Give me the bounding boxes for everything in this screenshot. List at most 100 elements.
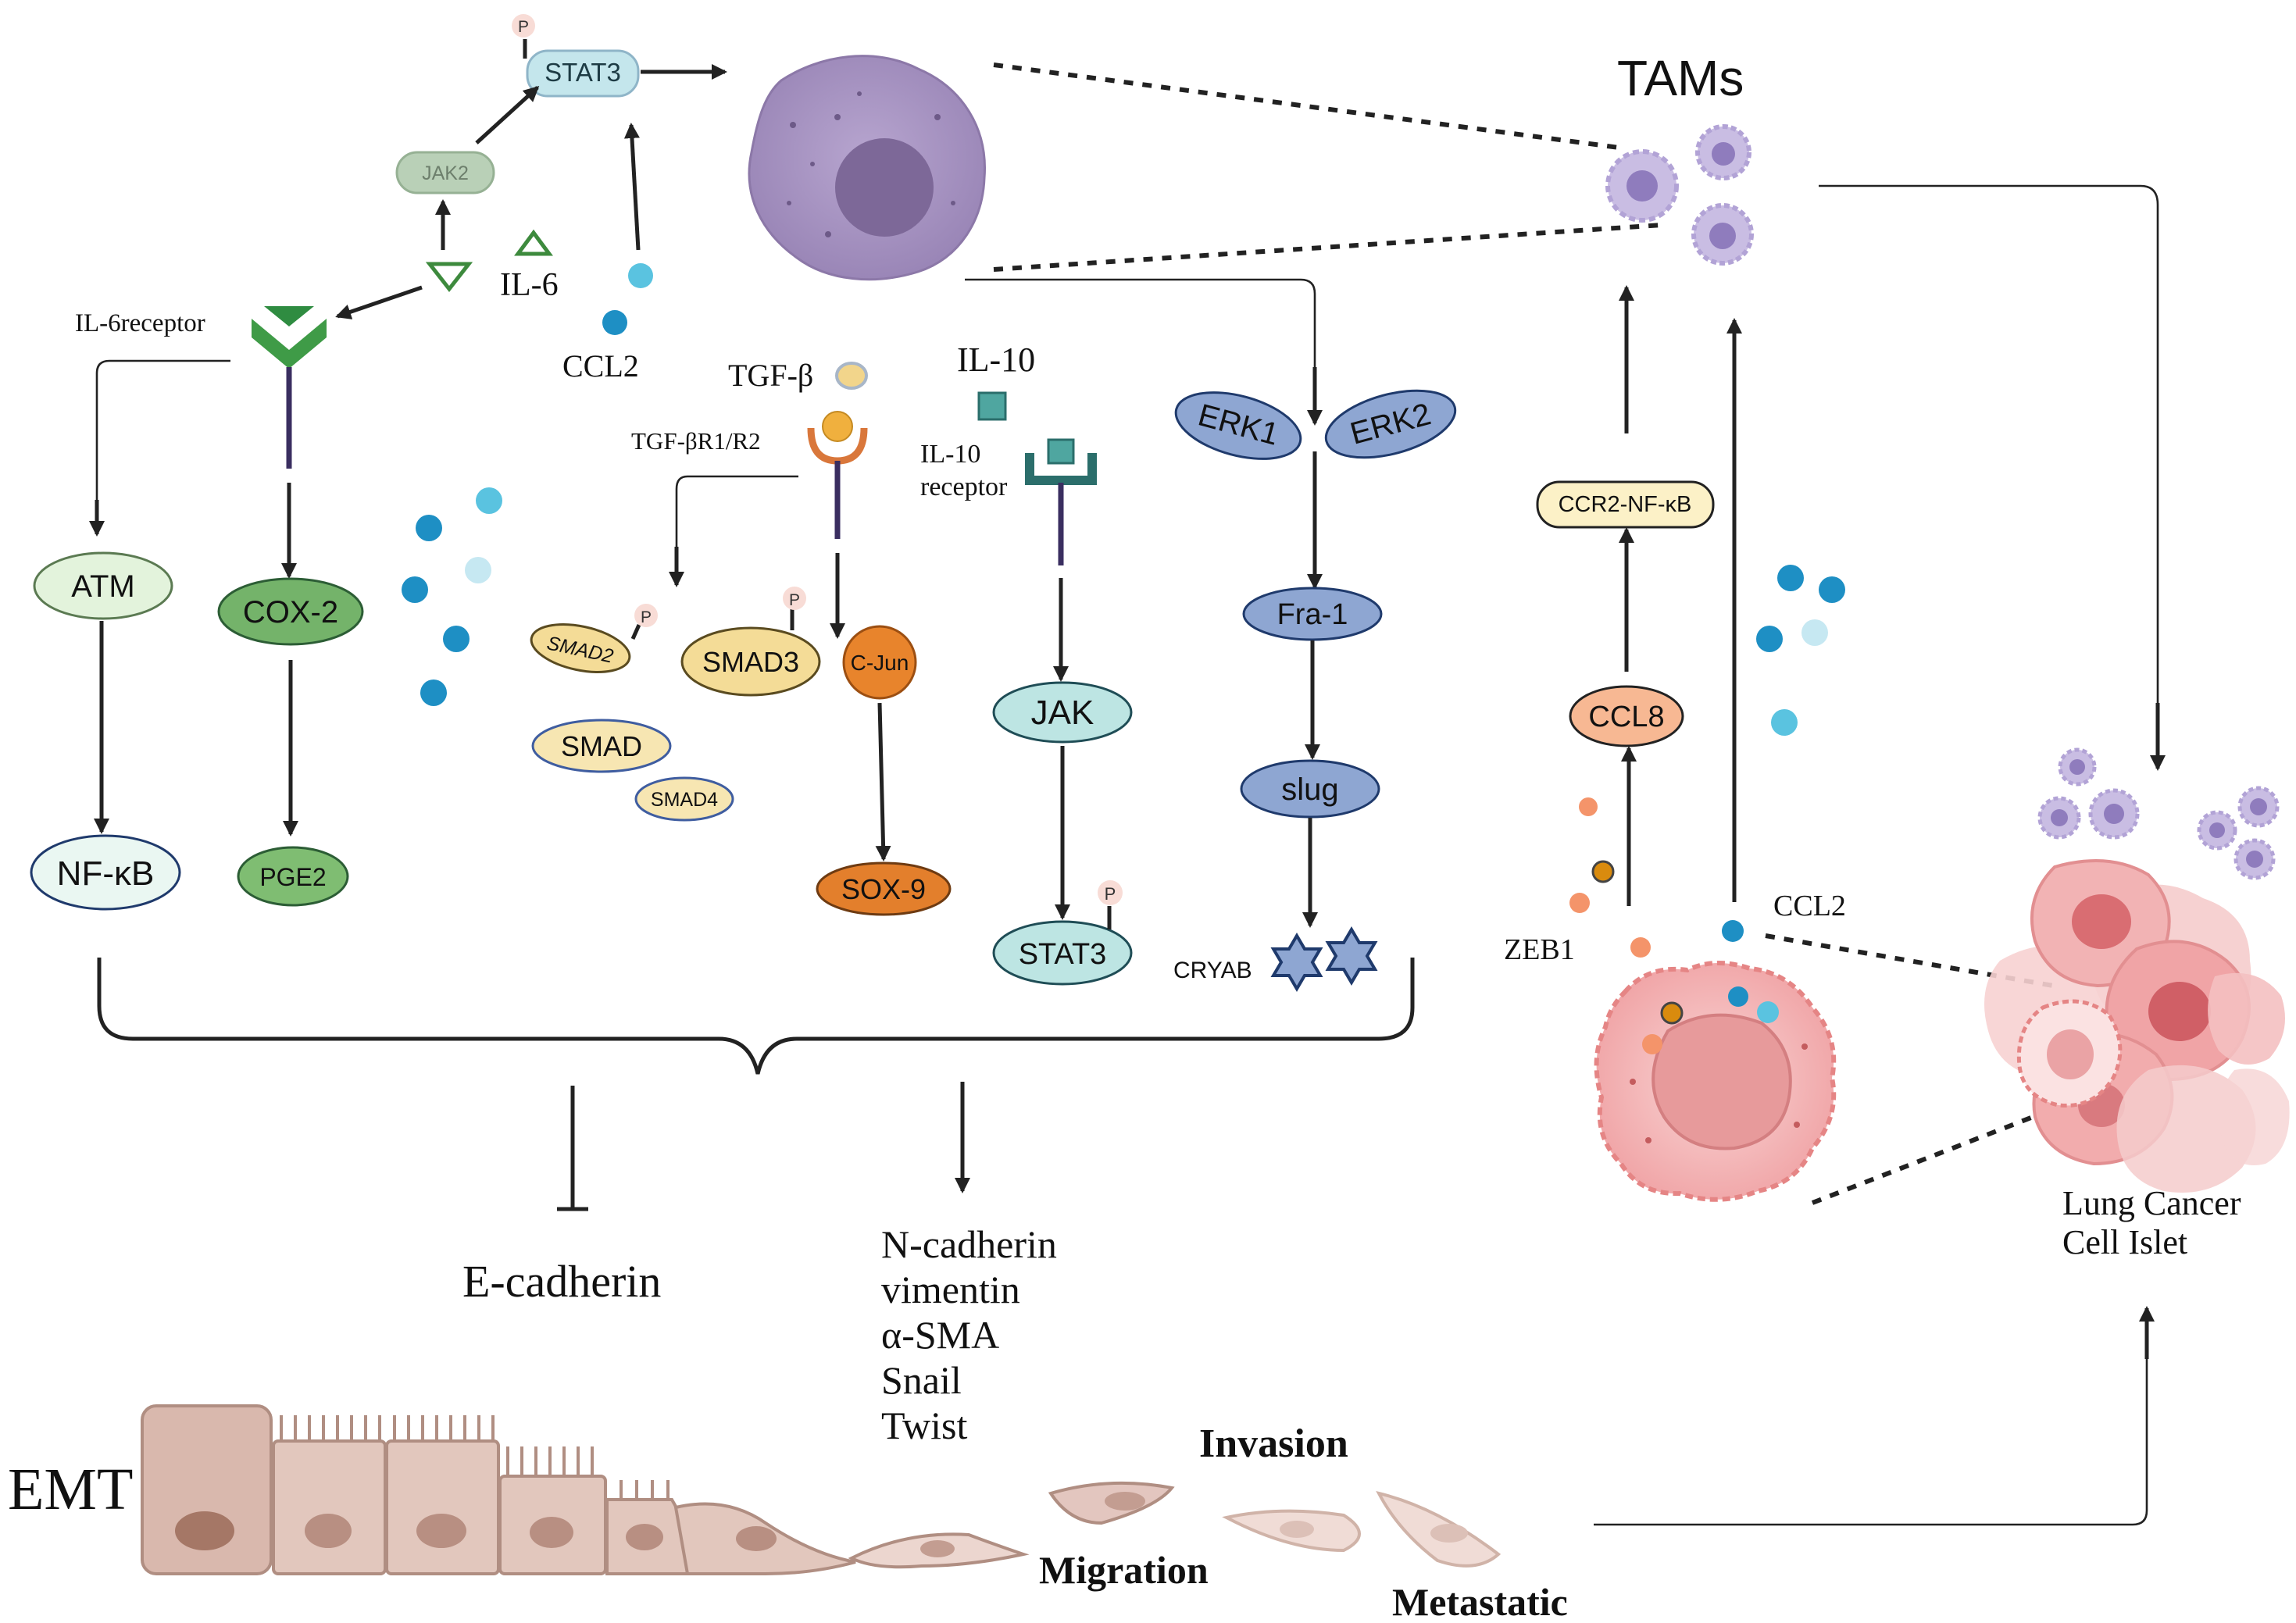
- migrating-cell-icon: [1376, 1491, 1502, 1568]
- marker-alpha-sma: α-SMA: [881, 1313, 999, 1357]
- ccl2-right-label: CCL2: [1773, 890, 1846, 922]
- il10-receptor-icon: [1025, 438, 1097, 565]
- il10-ligand-icon: [977, 391, 1007, 421]
- migration-label: Migration: [1039, 1548, 1209, 1592]
- ccl8-node: CCL8: [1569, 685, 1684, 747]
- stat3-top-node: STAT3: [526, 49, 640, 98]
- svg-text:C-Jun: C-Jun: [851, 651, 909, 675]
- svg-text:SMAD: SMAD: [561, 730, 642, 762]
- ccr2-nfkb-node: CCR2-NF-κB: [1536, 480, 1715, 529]
- lung-cancer-islet-label: Cell Islet: [2062, 1223, 2187, 1261]
- e-cadherin-inhibition-icon: [557, 1086, 588, 1211]
- zeb1-dot-icon: [1569, 797, 1651, 958]
- tam-cell-icon: [1691, 203, 1754, 266]
- jak2-to-stat3-arrow: [475, 85, 540, 144]
- macrophage-to-tams-dash-top: [993, 62, 1626, 151]
- svg-text:STAT3: STAT3: [545, 58, 621, 87]
- tam-cell-icon: [1695, 124, 1751, 180]
- receptor-to-atm-line: [95, 359, 230, 531]
- marker-n-cadherin: N-cadherin: [881, 1222, 1057, 1266]
- macrophage-to-erk-line: [965, 278, 1316, 422]
- erk1-node: ERK1: [1174, 391, 1302, 460]
- ccl2-dot-cluster-icon: [1756, 565, 1845, 736]
- svg-text:COX-2: COX-2: [243, 595, 338, 630]
- tam-cell-icon: [2037, 747, 2280, 880]
- svg-text:STAT3: STAT3: [1019, 938, 1107, 971]
- svg-text:CCR2-NF-κB: CCR2-NF-κB: [1559, 492, 1692, 517]
- svg-text:P: P: [518, 18, 529, 36]
- stat3-bottom-node: STAT3: [992, 920, 1133, 986]
- fra1-node: Fra-1: [1242, 587, 1383, 641]
- svg-text:PGE2: PGE2: [259, 863, 326, 891]
- cox2-node: COX-2: [217, 577, 364, 646]
- macrophage-to-tams-dash-bottom: [993, 223, 1663, 272]
- marker-twist: Twist: [881, 1404, 968, 1447]
- emt-cell-strip: [141, 1404, 1030, 1575]
- jak-node: JAK: [992, 681, 1133, 744]
- ccl2-top-label: CCL2: [562, 348, 639, 383]
- migrating-cell-icon: [1222, 1509, 1361, 1553]
- tgf-receptor-icon: [807, 411, 868, 539]
- tams-label: TAMs: [1617, 50, 1744, 106]
- cryab-star-icon: [1325, 926, 1378, 986]
- tgf-beta-label: TGF-β: [728, 358, 813, 393]
- il6-small-icon: [514, 229, 553, 256]
- zeb1-label: ZEB1: [1504, 933, 1575, 966]
- macrophage-icon: [748, 55, 986, 281]
- il6-receptor-icon: [252, 306, 327, 469]
- svg-text:NF-κB: NF-κB: [57, 854, 155, 893]
- lung-cancer-islet-label: Lung Cancer: [2062, 1184, 2241, 1222]
- ccl2-dot-icon: [1722, 920, 1744, 942]
- ccl2-dot-cluster-icon: [402, 487, 502, 706]
- phospho-badge: P: [1098, 880, 1123, 905]
- il6-to-receptor-arrow: [335, 285, 423, 319]
- e-cadherin-label: E-cadherin: [462, 1256, 661, 1307]
- atm-node: ATM: [33, 551, 173, 620]
- smad3-node: SMAD3: [680, 626, 821, 697]
- cjun-to-sox9-arrow: [875, 702, 891, 861]
- svg-text:P: P: [641, 608, 652, 626]
- phospho-badge: P: [512, 14, 535, 37]
- phospho-badge: P: [634, 604, 658, 627]
- metastatic-label: Metastatic: [1392, 1580, 1568, 1623]
- ccl2-to-stat3-arrow: [623, 123, 641, 251]
- svg-text:JAK2: JAK2: [422, 162, 469, 184]
- slug-node: slug: [1240, 759, 1380, 819]
- invasion-label: Invasion: [1199, 1421, 1348, 1466]
- svg-text:JAK: JAK: [1031, 694, 1094, 732]
- cancer-cell-icon: [1594, 961, 1837, 1202]
- emt-label: EMT: [8, 1457, 133, 1522]
- lung-cancer-islet-icon: [1984, 859, 2290, 1193]
- il10-receptor-label: IL-10: [920, 440, 980, 469]
- svg-text:ATM: ATM: [71, 569, 134, 604]
- smad4-node: SMAD4: [634, 776, 734, 822]
- svg-text:P: P: [1105, 884, 1116, 904]
- migrating-cell-icon: [1048, 1481, 1175, 1525]
- svg-text:SOX-9: SOX-9: [841, 873, 926, 905]
- pge2-node: PGE2: [237, 846, 349, 907]
- marker-vimentin: vimentin: [881, 1268, 1020, 1311]
- il10-label: IL-10: [957, 341, 1035, 379]
- il6-receptor-label: IL-6receptor: [75, 309, 205, 337]
- svg-text:SMAD4: SMAD4: [651, 789, 718, 811]
- marker-snail: Snail: [881, 1358, 962, 1402]
- sox9-node: SOX-9: [816, 861, 952, 916]
- smad-node: SMAD: [531, 719, 672, 773]
- pathway-convergence-brace: [97, 958, 1415, 1075]
- il6-ligand-icon: [425, 262, 473, 293]
- ccl2-dot-icon: [602, 310, 627, 335]
- tam-cell-icon: [1605, 149, 1679, 223]
- metastatic-to-islet-line: [1594, 1318, 2148, 1526]
- tams-to-islet-line: [1819, 184, 2159, 767]
- tgf-to-smad2-line: [675, 475, 798, 583]
- svg-text:SMAD3: SMAD3: [702, 646, 799, 678]
- svg-text:CCL8: CCL8: [1588, 701, 1664, 733]
- tgf-beta-ligand-icon: [835, 362, 868, 390]
- tgf-receptor-label: TGF-βR1/R2: [631, 427, 761, 455]
- il10-receptor-label: receptor: [920, 473, 1008, 501]
- il6-label: IL-6: [500, 267, 559, 303]
- cryab-label: CRYAB: [1173, 958, 1252, 983]
- smad2-node: SMAD2: [530, 623, 631, 673]
- mesenchymal-marker-list: N-cadherin vimentin α-SMA Snail Twist: [881, 1222, 1057, 1447]
- svg-text:P: P: [789, 591, 800, 609]
